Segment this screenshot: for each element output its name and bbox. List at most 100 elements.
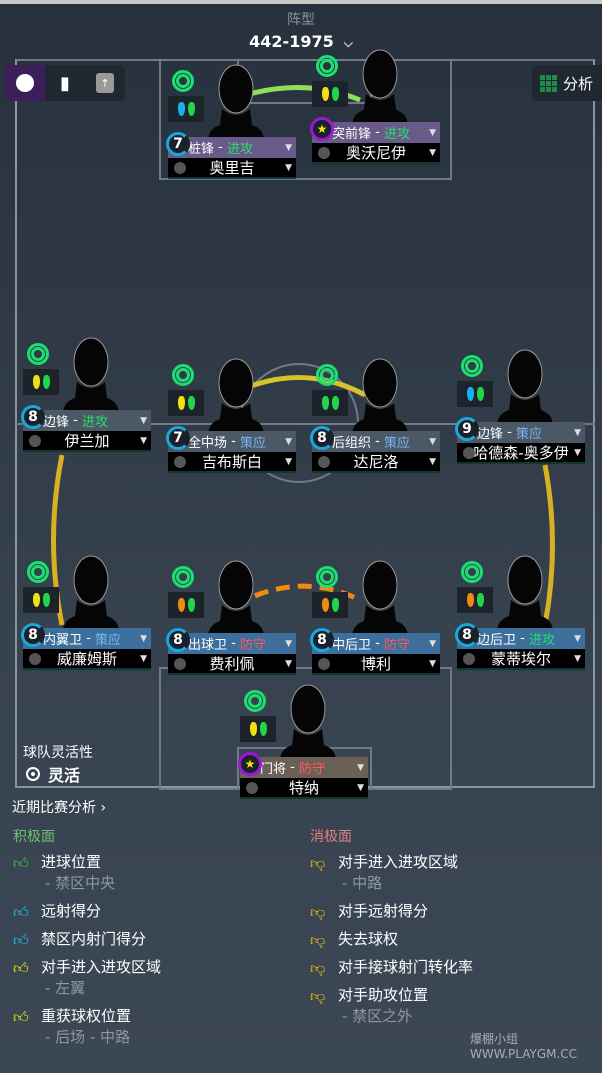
target-icon (461, 355, 483, 377)
player-selector[interactable]: 伊兰加 ▼ (23, 431, 151, 452)
role-sep: - (227, 434, 240, 449)
footedness-icon (457, 587, 493, 613)
player-selector[interactable]: 达尼洛 ▼ (312, 452, 440, 473)
thumbs-up-icon: 👍︎ (13, 931, 29, 949)
player-card[interactable]: 9 边锋 - 策应 ▼ 哈德森-奥多伊 ▼ (455, 417, 585, 464)
player-selector[interactable]: 奥沃尼伊 ▼ (312, 143, 440, 164)
dropdown-arrow-icon: ▼ (429, 658, 436, 669)
target-icon (172, 70, 194, 92)
player-card[interactable]: 8 中后卫 - 防守 ▼ 博利 ▼ (310, 628, 440, 675)
player-view-button[interactable] (5, 65, 45, 101)
avatar-icon (318, 455, 330, 468)
player-selector[interactable]: 哈德森-奥多伊 ▼ (457, 443, 585, 464)
player-silhouette-icon (497, 555, 553, 632)
item-text: 禁区内射门得分 (41, 930, 147, 948)
player-card[interactable]: 7 桩锋 - 进攻 ▼ 奥里吉 ▼ (166, 132, 296, 179)
role-selector[interactable]: 8 边后卫 - 进攻 ▼ (455, 623, 585, 649)
role-sep: - (286, 760, 299, 775)
thumbs-up-icon: 👍︎ (13, 854, 29, 872)
avatar-icon (318, 657, 330, 670)
item-text: 对手远射得分 (338, 902, 429, 920)
dropdown-arrow-icon: ▼ (285, 436, 292, 447)
formation-selector[interactable]: 442-1975 ⌵ (0, 32, 602, 51)
duty: 防守 (239, 638, 266, 653)
player-card[interactable]: 8 内翼卫 - 策应 ▼ 威廉姆斯 ▼ (21, 623, 151, 670)
role-sep: - (214, 140, 227, 155)
role-selector[interactable]: 8 后组织 - 策应 ▼ (310, 426, 440, 452)
analysis-item: 👎︎对手接球射门转化率 (310, 957, 473, 978)
player-card[interactable]: 8 出球卫 - 防守 ▼ 费利佩 ▼ (166, 628, 296, 675)
player-silhouette-icon (352, 358, 408, 435)
thumbs-down-icon: 👎︎ (310, 903, 326, 921)
role-selector[interactable]: ★ 门将 - 防守 ▼ (238, 752, 368, 778)
target-icon (27, 343, 49, 365)
player-card[interactable]: 8 后组织 - 策应 ▼ 达尼洛 ▼ (310, 426, 440, 473)
formation-name: 442-1975 (249, 32, 334, 51)
analysis-label: 分析 (563, 74, 594, 93)
avatar-icon (174, 657, 186, 670)
avatar-icon (318, 146, 330, 159)
player-icon (16, 74, 34, 92)
player-name: 蒙蒂埃尔 (490, 650, 551, 668)
team-fluidity-value: 灵活 (26, 762, 80, 786)
target-icon (316, 55, 338, 77)
instructions-view-button[interactable]: ↑ (85, 65, 125, 101)
negatives-panel: 消极面 👎︎对手进入进攻区域- 中路👎︎对手远射得分👎︎失去球权👎︎对手接球射门… (310, 826, 473, 1034)
chevron-down-icon: ⌵ (343, 36, 353, 50)
familiarity-badge: 7 (166, 426, 190, 450)
player-name: 伊兰加 (64, 432, 110, 450)
role-selector[interactable]: 8 中后卫 - 防守 ▼ (310, 628, 440, 654)
role-sep: - (82, 631, 95, 646)
item-text: 对手接球射门转化率 (338, 958, 474, 976)
role-selector[interactable]: 9 边锋 - 策应 ▼ (455, 417, 585, 443)
player-name: 特纳 (288, 779, 319, 797)
role-sep: - (503, 425, 516, 440)
player-selector[interactable]: 蒙蒂埃尔 ▼ (457, 649, 585, 670)
footedness-icon (312, 592, 348, 618)
player-card[interactable]: 8 边锋 - 进攻 ▼ 伊兰加 ▼ (21, 405, 151, 452)
footedness-icon (457, 381, 493, 407)
dropdown-arrow-icon: ▼ (285, 456, 292, 467)
footedness-icon (23, 369, 59, 395)
player-card[interactable]: ★ 门将 - 防守 ▼ 特纳 ▼ (238, 752, 368, 799)
player-silhouette-icon (63, 337, 119, 414)
analysis-item: 👎︎对手进入进攻区域- 中路 (310, 852, 473, 894)
dropdown-arrow-icon: ▼ (140, 633, 147, 644)
thumbs-up-icon: 👍︎ (13, 903, 29, 921)
footedness-icon (312, 390, 348, 416)
player-selector[interactable]: 费利佩 ▼ (168, 654, 296, 675)
stats-view-button[interactable]: ▮ (45, 65, 85, 101)
target-icon (461, 561, 483, 583)
player-selector[interactable]: 奥里吉 ▼ (168, 158, 296, 179)
role-selector[interactable]: 8 内翼卫 - 策应 ▼ (21, 623, 151, 649)
player-silhouette-icon (208, 358, 264, 435)
role-selector[interactable]: 8 出球卫 - 防守 ▼ (166, 628, 296, 654)
familiarity-badge: 8 (166, 628, 190, 652)
role-selector[interactable]: 7 桩锋 - 进攻 ▼ (166, 132, 296, 158)
role-name: 突前锋 (332, 127, 372, 142)
analysis-item: 👎︎ 对手远射得分 (310, 901, 473, 922)
analysis-item: 👍︎进球位置- 禁区中央 (13, 852, 161, 894)
team-fluidity-label: 球队灵活性 (23, 745, 93, 761)
item-text: 对手助攻位置 (338, 986, 429, 1004)
role-selector[interactable]: 8 边锋 - 进攻 ▼ (21, 405, 151, 431)
role-selector[interactable]: 7 全中场 - 策应 ▼ (166, 426, 296, 452)
player-card[interactable]: 8 边后卫 - 进攻 ▼ 蒙蒂埃尔 ▼ (455, 623, 585, 670)
item-detail: - 后场 - 中路 (45, 1028, 131, 1046)
role-name: 后组织 (332, 436, 372, 451)
player-name: 博利 (360, 655, 391, 673)
dropdown-arrow-icon: ▼ (285, 162, 292, 173)
analysis-button[interactable]: 分析 (532, 65, 602, 101)
window-top-bar (0, 0, 602, 4)
player-selector[interactable]: 特纳 ▼ (240, 778, 368, 799)
analysis-item: 👍︎远射得分 (13, 901, 161, 922)
player-selector[interactable]: 威廉姆斯 ▼ (23, 649, 151, 670)
player-card[interactable]: ★ 突前锋 - 进攻 ▼ 奥沃尼伊 ▼ (310, 117, 440, 164)
player-selector[interactable]: 博利 ▼ (312, 654, 440, 675)
positives-panel: 积极面 👍︎进球位置- 禁区中央👍︎远射得分👍︎禁区内射门得分👍︎对手进入进攻区… (13, 826, 161, 1055)
recent-match-analysis-link[interactable]: 近期比赛分析 › (12, 800, 107, 816)
item-text: 进球位置 (41, 853, 102, 871)
player-card[interactable]: 7 全中场 - 策应 ▼ 吉布斯白 ▼ (166, 426, 296, 473)
role-selector[interactable]: ★ 突前锋 - 进攻 ▼ (310, 117, 440, 143)
player-selector[interactable]: 吉布斯白 ▼ (168, 452, 296, 473)
